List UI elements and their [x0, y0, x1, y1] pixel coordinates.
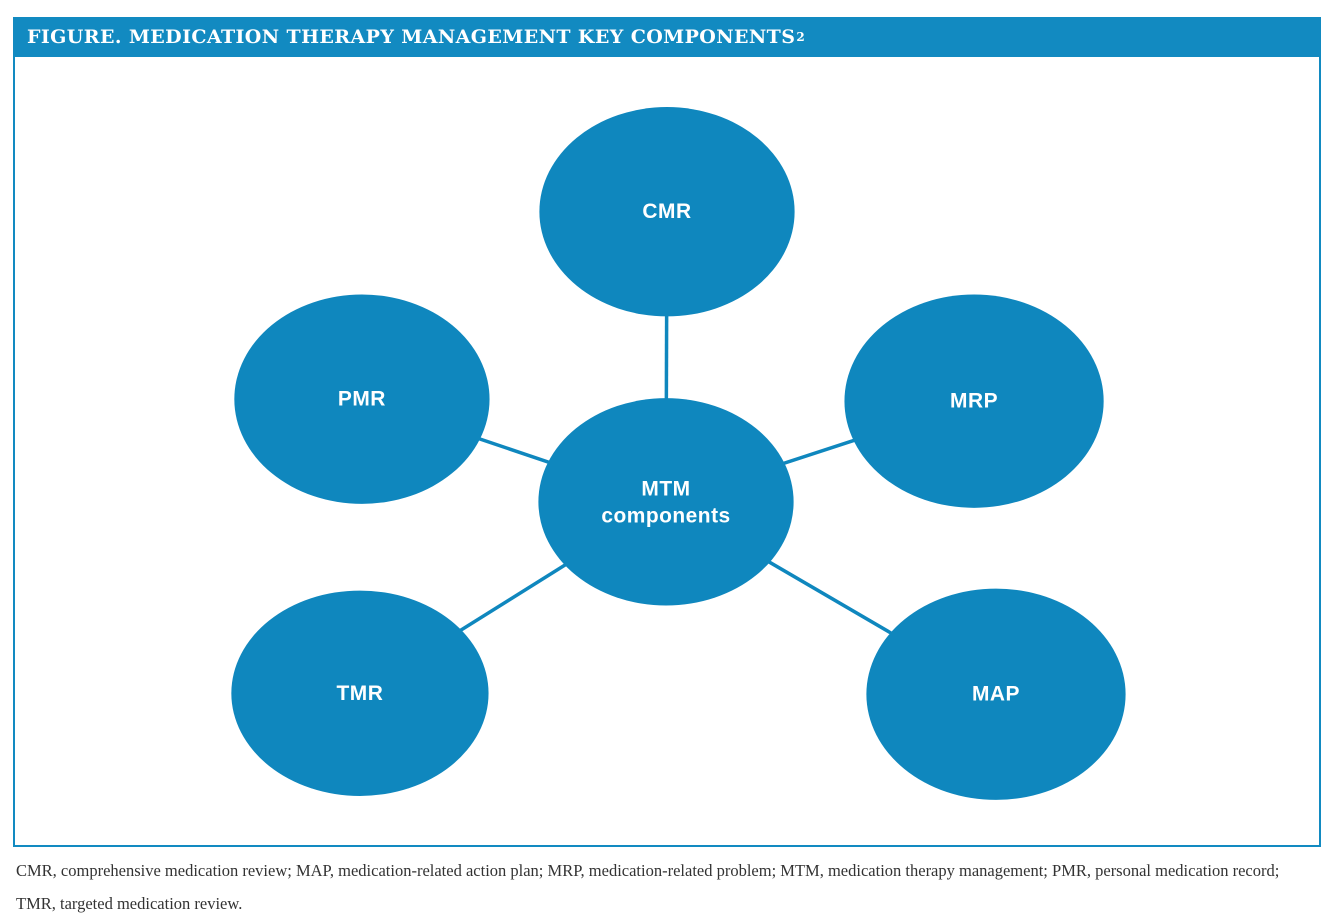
node-cmr-ellipse [539, 107, 795, 317]
figure-header-bar: FIGURE. MEDICATION THERAPY MANAGEMENT KE… [13, 17, 1321, 57]
figure-caption: CMR, comprehensive medication review; MA… [16, 854, 1326, 920]
node-mtm-center-ellipse [538, 398, 794, 606]
node-map: MAP [866, 588, 1126, 800]
node-pmr-label: PMR [338, 388, 386, 411]
node-mrp: MRP [844, 294, 1104, 508]
figure-caption-line1: CMR, comprehensive medication review; MA… [16, 861, 1280, 880]
figure-title: FIGURE. MEDICATION THERAPY MANAGEMENT KE… [27, 26, 796, 48]
node-map-label: MAP [972, 683, 1020, 706]
node-tmr-ellipse [231, 590, 489, 796]
figure-caption-line2: TMR, targeted medication review. [16, 894, 243, 913]
node-cmr-label: CMR [642, 200, 691, 223]
node-mtm-center: MTM components [538, 398, 794, 606]
node-tmr: TMR [231, 590, 489, 796]
diagram-panel: CMR PMR MRP TMR [13, 57, 1321, 847]
node-cmr: CMR [539, 107, 795, 317]
node-mrp-label: MRP [950, 390, 998, 413]
node-tmr-label: TMR [337, 682, 384, 705]
figure-container: FIGURE. MEDICATION THERAPY MANAGEMENT KE… [13, 17, 1321, 847]
node-mtm-center-label-line1: MTM [641, 477, 690, 500]
node-pmr-ellipse [234, 294, 490, 504]
node-mrp-ellipse [844, 294, 1104, 508]
node-mtm-center-label-line2: components [601, 504, 730, 527]
node-pmr: PMR [234, 294, 490, 504]
node-map-ellipse [866, 588, 1126, 800]
mtm-components-diagram: CMR PMR MRP TMR [231, 107, 1126, 800]
